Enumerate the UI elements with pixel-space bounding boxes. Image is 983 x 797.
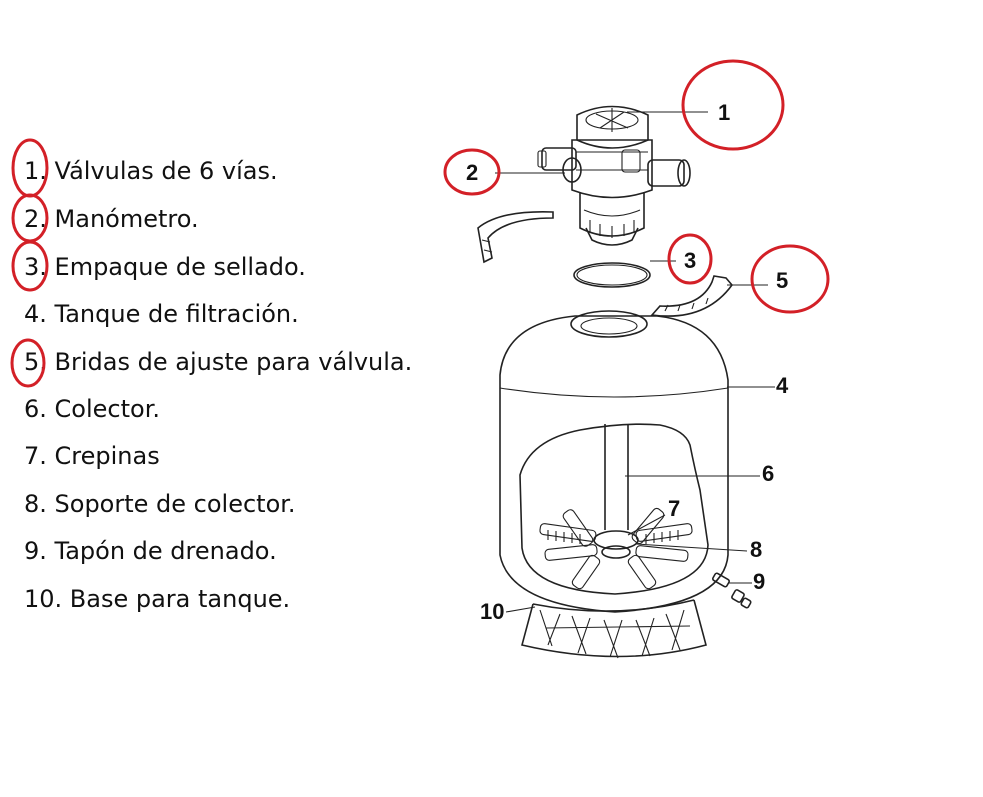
legend-circle-1 [11,138,49,198]
leader-lines [495,111,775,613]
legend-circle-3 [11,240,49,292]
diagram-highlight-circles [443,59,830,314]
diagram-circle-5 [750,244,830,314]
legend-item-collector: 6. Colector. [24,395,160,423]
legend-item-seal-gasket: 3. Empaque de sellado. [24,253,306,281]
callout-1: 1 [718,100,730,125]
callout-10: 10 [480,599,504,624]
legend-circle-2 [11,193,49,243]
callout-6: 6 [762,461,774,486]
legend-item-valve: 1. Válvulas de 6 vías. [24,157,278,185]
callout-8: 8 [750,537,762,562]
multiport-valve [537,105,691,246]
legend-item-collector-support: 8. Soporte de colector. [24,490,296,518]
legend-item-drain-plug: 9. Tapón de drenado. [24,537,277,565]
valve-clamps [477,211,734,317]
diagram-circle-2 [443,148,501,196]
legend-item-laterals: 7. Crepinas [24,442,160,470]
callout-3: 3 [684,248,696,273]
legend-item-filter-tank: 4. Tanque de filtración. [24,300,299,328]
filter-tank [499,310,729,613]
callout-5: 5 [776,268,788,293]
legend-circle-5 [10,338,46,388]
legend-item-tank-base: 10. Base para tanque. [24,585,291,613]
drain-plug [712,572,752,609]
diagram-circle-1 [681,59,785,151]
legend-highlight-circles [10,138,49,388]
collector-assembly [539,424,693,590]
tank-base [521,599,707,659]
callout-numbers: 1 2 3 5 4 6 7 8 9 10 [466,100,789,624]
legend-item-pressure-gauge: 2. Manómetro. [24,205,199,233]
callout-9: 9 [753,569,765,594]
parts-legend: 1. Válvulas de 6 vías. 2. Manómetro. 3. … [0,0,460,797]
callout-4: 4 [776,373,789,398]
callout-2: 2 [466,160,478,185]
diagram-circle-3 [667,233,713,285]
seal-gasket [573,262,651,288]
callout-7: 7 [668,496,680,521]
legend-item-valve-clamps: 5. Bridas de ajuste para válvula. [24,348,413,376]
